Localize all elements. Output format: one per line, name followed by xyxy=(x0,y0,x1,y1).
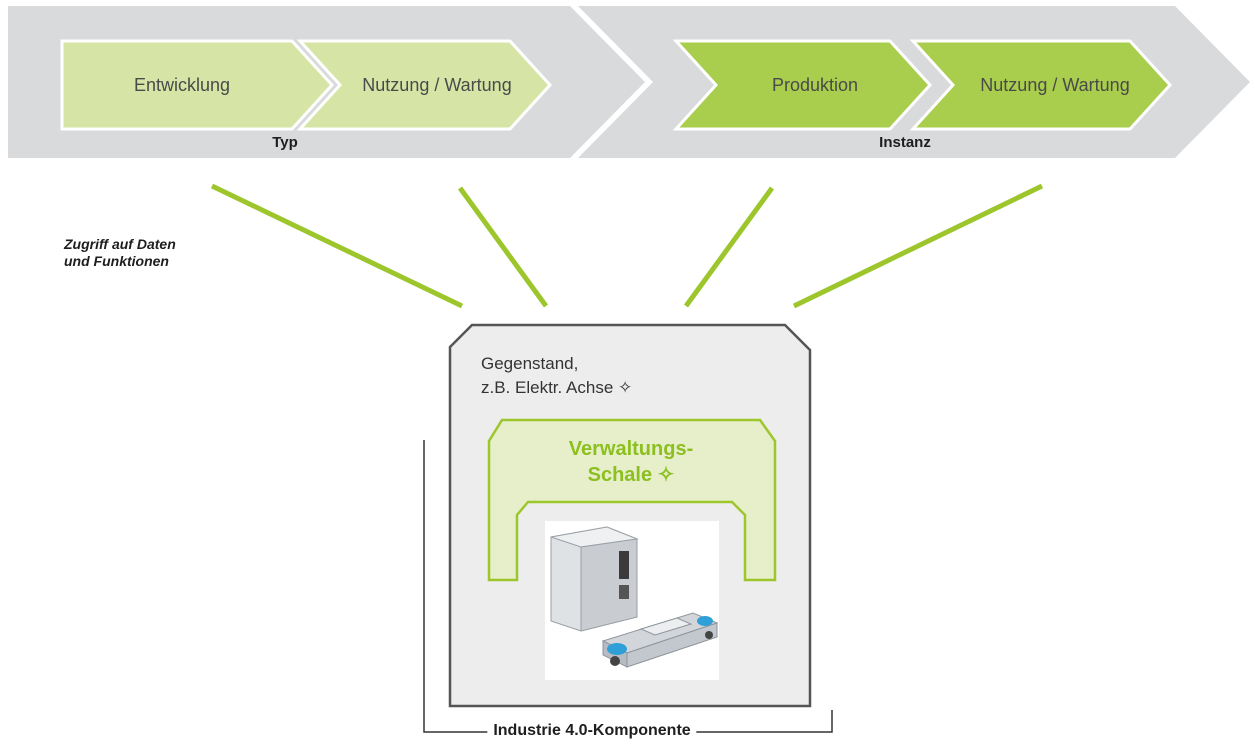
connector-line-instance-usage xyxy=(792,183,1044,309)
asset-label-line1: Gegenstand, xyxy=(481,354,579,373)
component-label: Industrie 4.0-Komponente xyxy=(487,722,697,740)
stage-label-production: Produktion xyxy=(771,75,859,95)
stage-type-usage-shape xyxy=(296,39,553,131)
asset-label: Gegenstand, z.B. Elektr. Achse ✧ xyxy=(481,352,632,400)
stage-instance-usage-shape xyxy=(909,39,1173,131)
stage-label-instance-usage: Nutzung / Wartung xyxy=(980,75,1130,95)
instance-phase-label: Instanz xyxy=(879,134,931,151)
stage-development-shape xyxy=(60,39,335,131)
connector-line-development xyxy=(210,183,464,309)
stage-label-type-usage: Nutzung / Wartung xyxy=(362,75,512,95)
access-note-line2: und Funktionen xyxy=(64,253,169,269)
access-note: Zugriff auf Daten und Funktionen xyxy=(64,236,176,270)
admin-shell-line2: Schale ✧ xyxy=(587,464,675,486)
connector-line-type-usage xyxy=(457,186,549,308)
stage-production-shape xyxy=(672,39,933,131)
electric-axis-image xyxy=(545,521,719,680)
connector-line-production xyxy=(683,186,775,308)
admin-shell-line1: Verwaltungs- xyxy=(568,438,694,460)
asset-label-line2: z.B. Elektr. Achse ✧ xyxy=(481,378,633,397)
access-note-line1: Zugriff auf Daten xyxy=(64,236,176,252)
type-phase-label: Typ xyxy=(272,134,298,151)
admin-shell-shape xyxy=(487,418,777,582)
stage-label-development: Entwicklung xyxy=(133,75,231,95)
admin-shell-label: Verwaltungs- Schale ✧ xyxy=(569,436,693,488)
